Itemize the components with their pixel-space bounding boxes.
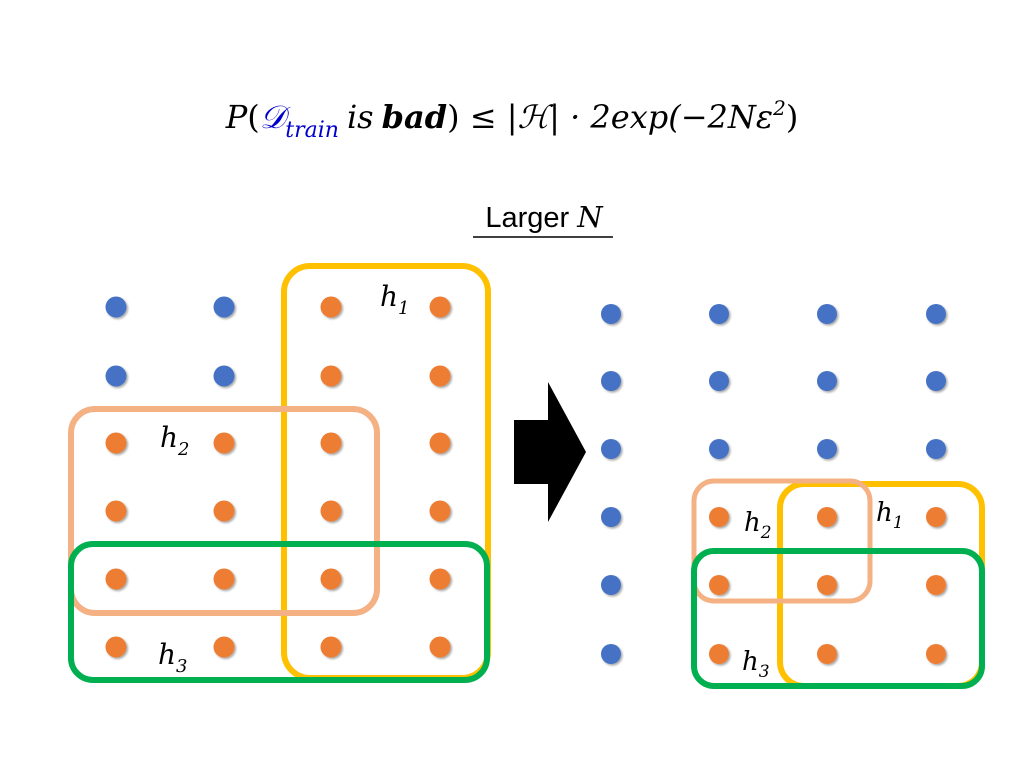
right-good-dot-r1-c2	[817, 371, 837, 391]
left-good-dot-r0-c1	[213, 296, 235, 318]
left-bad-dot-r2-c2	[320, 432, 342, 454]
right-h1-label: h1	[876, 498, 904, 533]
left-good-dot-r0-c0	[105, 296, 127, 318]
formula-leq: ) ≤ |	[447, 98, 517, 136]
formula-is: is	[347, 98, 374, 136]
right-good-dot-r4-c0	[601, 575, 621, 595]
dataset-subscript: train	[285, 118, 339, 143]
left-dot-grid	[105, 296, 451, 658]
formula-p: P	[225, 98, 248, 136]
right-h3-label: h3	[742, 647, 770, 682]
left-bad-dot-r5-c3	[429, 636, 451, 658]
right-bad-dot-r5-c2	[817, 644, 837, 664]
left-bad-dot-r4-c2	[320, 568, 342, 590]
right-arrow-icon	[514, 382, 586, 522]
left-bad-dot-r4-c0	[105, 568, 127, 590]
left-bad-dot-r3-c2	[320, 500, 342, 522]
left-bad-dot-r2-c0	[105, 432, 127, 454]
right-good-dot-r2-c3	[926, 439, 946, 459]
left-bad-dot-r5-c2	[320, 636, 342, 658]
right-bad-dot-r5-c3	[926, 644, 946, 664]
right-good-dot-r5-c0	[601, 644, 621, 664]
right-good-dot-r2-c1	[709, 439, 729, 459]
right-bad-dot-r3-c1	[709, 507, 729, 527]
right-good-dot-r1-c1	[709, 371, 729, 391]
left-h1-box	[281, 263, 491, 681]
right-good-dot-r1-c0	[601, 371, 621, 391]
left-bad-dot-r0-c3	[429, 296, 451, 318]
left-bad-dot-r2-c1	[213, 432, 235, 454]
left-h3-box	[68, 541, 490, 683]
right-h2-label: h2	[744, 508, 772, 543]
left-h3-label: h3	[158, 638, 188, 677]
caption-text: Larger	[485, 202, 569, 234]
formula-square: 2	[772, 96, 786, 120]
left-h2-box	[68, 406, 380, 616]
right-bad-dot-r4-c1	[709, 575, 729, 595]
right-bad-dot-r4-c3	[926, 575, 946, 595]
right-bad-dot-r3-c3	[926, 507, 946, 527]
left-bad-dot-r3-c3	[429, 500, 451, 522]
left-good-dot-r1-c1	[213, 365, 235, 387]
formula-close: )	[786, 98, 798, 136]
right-good-dot-r2-c0	[601, 439, 621, 459]
left-bad-dot-r5-c1	[213, 636, 235, 658]
right-good-dot-r0-c1	[709, 304, 729, 324]
left-bad-dot-r2-c3	[429, 432, 451, 454]
right-good-dot-r0-c3	[926, 304, 946, 324]
left-bad-dot-r3-c0	[105, 500, 127, 522]
left-bad-dot-r0-c2	[320, 296, 342, 318]
right-bad-dot-r3-c2	[817, 507, 837, 527]
left-bad-dot-r4-c3	[429, 568, 451, 590]
right-good-dot-r2-c2	[817, 439, 837, 459]
right-good-dot-r3-c0	[601, 507, 621, 527]
right-h3-box	[691, 548, 985, 689]
left-h1-label: h1	[380, 280, 410, 319]
right-bad-dot-r5-c1	[709, 644, 729, 664]
left-bad-dot-r4-c1	[213, 568, 235, 590]
right-good-dot-r0-c2	[817, 304, 837, 324]
right-good-dot-r0-c0	[601, 304, 621, 324]
left-bad-dot-r5-c0	[105, 636, 127, 658]
formula-lparen: (	[247, 98, 259, 136]
right-h2-box	[691, 478, 873, 604]
right-bad-dot-r4-c2	[817, 575, 837, 595]
left-bad-dot-r1-c3	[429, 365, 451, 387]
right-good-dot-r1-c3	[926, 371, 946, 391]
formula-bound: | · 2exp(−2Nε	[549, 98, 773, 136]
left-h2-label: h2	[160, 421, 190, 460]
left-good-dot-r1-c0	[105, 365, 127, 387]
caption-var: N	[576, 200, 604, 234]
right-dot-grid	[601, 304, 946, 664]
left-bad-dot-r3-c1	[213, 500, 235, 522]
left-bad-dot-r1-c2	[320, 365, 342, 387]
formula-bad: bad	[382, 98, 447, 136]
hypothesis-set-symbol: ℋ	[518, 98, 554, 136]
